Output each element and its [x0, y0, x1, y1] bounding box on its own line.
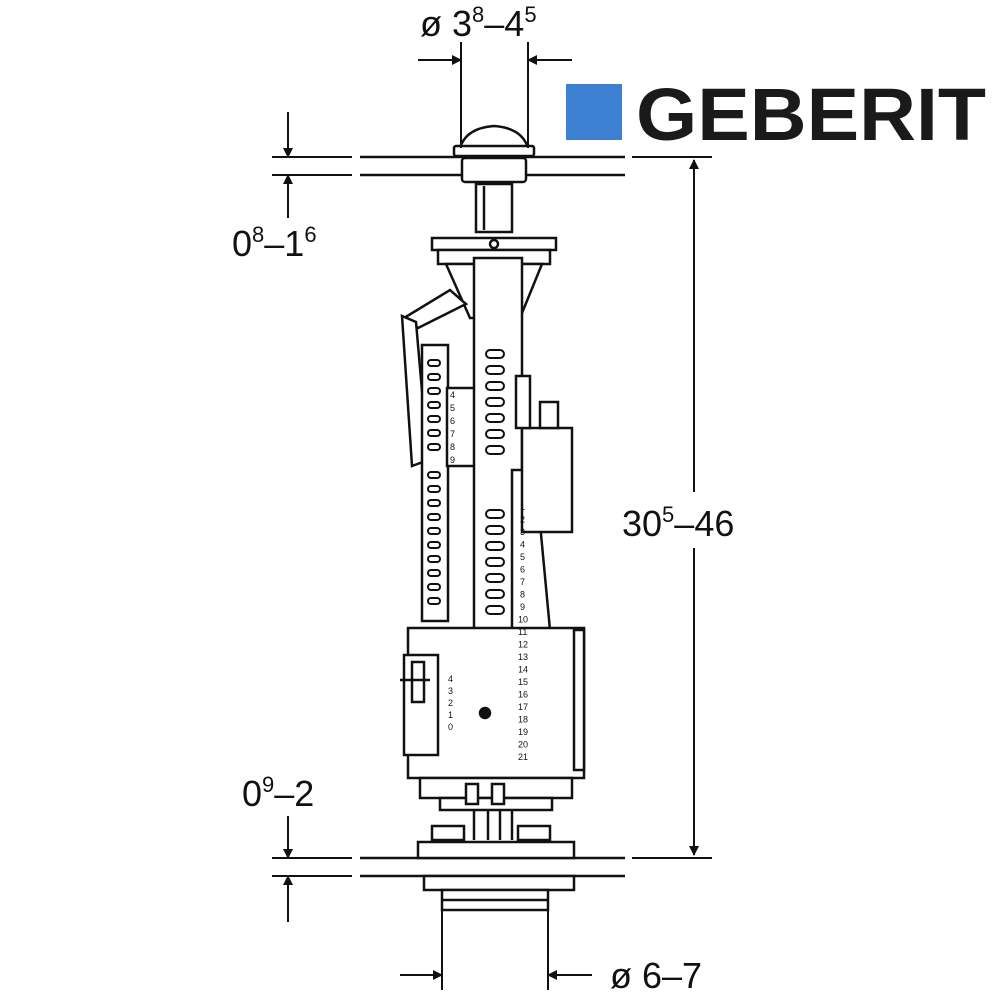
dim-top-gap-label: 08–16	[232, 222, 317, 264]
scale-mark: 2	[520, 515, 525, 525]
scale-mark: 5	[520, 552, 525, 562]
dim-height	[632, 156, 712, 859]
scale-mark: 11	[518, 627, 527, 637]
lower-adjust-clip	[400, 238, 500, 720]
scale-mark: 4	[448, 674, 453, 684]
bottom-plate	[360, 856, 625, 878]
scale-mark: 8	[450, 442, 455, 452]
scale-mark: 16	[518, 690, 528, 700]
scale-mark: 8	[520, 590, 525, 600]
scale-lower-left: 4 3 2 1 0	[448, 674, 453, 732]
scale-mark: 4	[520, 540, 525, 550]
scale-mark: 2	[448, 698, 453, 708]
scale-mark: 3	[520, 527, 525, 537]
scale-mark: 19	[518, 727, 528, 737]
scale-mark: 0	[448, 722, 453, 732]
scale-mark: 12	[518, 640, 528, 650]
scale-mark: 1	[448, 710, 453, 720]
scale-mark: 13	[518, 652, 528, 662]
scale-mark: 20	[518, 740, 528, 750]
scale-mark: 17	[518, 702, 528, 712]
scale-mark: 15	[518, 677, 528, 687]
slot-pattern-left	[427, 359, 441, 605]
dim-height-label: 305–46	[622, 502, 734, 544]
scale-center: 1 2 3 4 5 6 7 8 9 10 11 12 13 14 15 16 1…	[518, 502, 528, 762]
scale-mark: 3	[448, 686, 453, 696]
dim-bottom-gap	[272, 816, 352, 922]
scale-mark: 9	[520, 602, 525, 612]
scale-mark: 18	[518, 715, 528, 725]
scale-mark: 14	[518, 665, 528, 675]
scale-mark: 5	[450, 403, 455, 413]
scale-mark: 7	[450, 429, 455, 439]
geberit-logo: GEBERIT	[566, 73, 986, 156]
scale-mark: 6	[520, 565, 525, 575]
scale-mark: 4	[450, 390, 455, 400]
dim-bottom-diameter	[400, 910, 592, 990]
slot-pattern-center	[485, 349, 505, 615]
scale-mark: 9	[450, 455, 455, 465]
dim-top-gap	[272, 112, 352, 218]
logo-blue-square	[566, 84, 622, 140]
dim-bottom-diameter-label: ø 6–7	[610, 955, 702, 996]
logo-wordmark: GEBERIT	[636, 73, 986, 156]
dim-top-diameter-label: ø 38–45	[420, 2, 537, 44]
push-button	[452, 124, 536, 234]
dim-top-diameter	[418, 42, 572, 148]
scale-mark: 7	[520, 577, 525, 587]
dim-bottom-gap-label: 09–2	[242, 772, 314, 814]
scale-mark: 6	[450, 416, 455, 426]
scale-mark: 10	[518, 615, 528, 625]
scale-mark: 21	[518, 752, 528, 762]
scale-left-upper: 4 5 6 7 8 9	[450, 390, 455, 465]
scale-mark: 1	[520, 502, 525, 512]
